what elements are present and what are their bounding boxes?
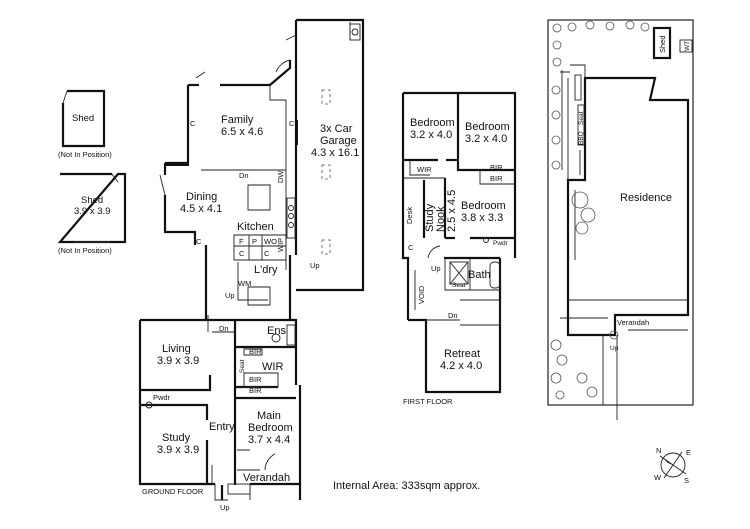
ground-floor: Family 6.5 x 4.6 3x Car Garage 4.3 x 16.… bbox=[138, 18, 365, 512]
study-label: Study bbox=[162, 432, 191, 444]
desk-label: Desk bbox=[405, 207, 414, 224]
garage-label-2: Garage bbox=[320, 135, 357, 147]
retreat-label: Retreat bbox=[444, 348, 480, 360]
dining-label: Dining bbox=[186, 191, 217, 203]
study-nook-label-2: Nook bbox=[435, 206, 447, 232]
internal-area-label: Internal Area: 333sqm approx. bbox=[333, 480, 480, 492]
site-seat-label: Seat bbox=[578, 111, 585, 125]
study-dims: 3.9 x 3.9 bbox=[157, 444, 199, 456]
bbq-label: BBQ bbox=[578, 131, 585, 145]
ff-down-label: Dn bbox=[448, 311, 458, 320]
main-bedroom-label: Main bbox=[257, 410, 281, 422]
bath-label: Bath bbox=[468, 269, 491, 281]
cupboard-label-1: C bbox=[190, 119, 196, 128]
cupboard-label-5: C bbox=[264, 249, 270, 258]
ff-cupboard-label: C bbox=[408, 243, 414, 252]
ff-powder-label: Pwdr bbox=[493, 240, 509, 247]
site-shed-label: Shed bbox=[658, 35, 667, 53]
kitchen-label: Kitchen bbox=[237, 221, 274, 233]
shed-small-note: (Not In Position) bbox=[58, 150, 112, 159]
residence-label: Residence bbox=[620, 192, 672, 204]
bedroom3-label: Bedroom bbox=[461, 200, 506, 212]
cupboard-label-4: C bbox=[239, 249, 245, 258]
ff-bir-label-2: BIR bbox=[490, 174, 503, 183]
ensuite-label: Ens bbox=[267, 325, 286, 337]
compass-n: N bbox=[656, 446, 661, 455]
shed-small: Shed (Not In Position) bbox=[58, 89, 112, 159]
garage-up-label: Up bbox=[310, 261, 320, 270]
living-dims: 3.9 x 3.9 bbox=[157, 355, 199, 367]
bir-label-1: BIR bbox=[249, 347, 262, 356]
entry-label: Entry bbox=[209, 421, 235, 433]
site-trees bbox=[550, 20, 650, 400]
powder-label: Pwdr bbox=[153, 393, 171, 402]
study-nook-dims: 2.5 x 4.5 bbox=[446, 190, 458, 232]
verandah-up-label: Up bbox=[220, 503, 230, 512]
main-bedroom-dims: 3.7 x 4.4 bbox=[248, 434, 290, 446]
study-nook-label: Study bbox=[424, 203, 436, 232]
family-down-label: Dn bbox=[239, 171, 249, 180]
family-dims: 6.5 x 4.6 bbox=[221, 126, 263, 138]
site-verandah-label: Verandah bbox=[617, 318, 649, 327]
cupboard-label-2: C bbox=[289, 119, 295, 128]
dishwasher-label: DW bbox=[276, 170, 285, 183]
verandah-label: Verandah bbox=[243, 472, 290, 484]
laundry-label: L'dry bbox=[254, 264, 278, 276]
bir-label-3: BIR bbox=[249, 386, 262, 395]
ff-seat-label: Seat bbox=[452, 282, 466, 289]
compass-s: S bbox=[684, 476, 689, 485]
dining-dims: 4.5 x 4.1 bbox=[180, 203, 222, 215]
void-label: VOID bbox=[417, 285, 426, 304]
cupboard-label-3: C bbox=[196, 237, 202, 246]
ground-floor-label: GROUND FLOOR bbox=[142, 487, 204, 496]
site-up-label: Up bbox=[610, 345, 619, 352]
seat-label-gf: Seat bbox=[239, 359, 246, 373]
bedroom3-dims: 3.8 x 3.3 bbox=[461, 212, 503, 224]
living-label: Living bbox=[162, 343, 191, 355]
bedroom2-dims: 3.2 x 4.0 bbox=[465, 133, 507, 145]
shed-large-dims: 3.9 x 3.9 bbox=[74, 206, 110, 217]
fridge-label: F bbox=[239, 237, 244, 246]
laundry-up-label: Up bbox=[225, 291, 235, 300]
compass-icon: N E S W bbox=[654, 446, 691, 485]
ff-up-label: Up bbox=[431, 264, 441, 273]
pantry-label: P bbox=[252, 237, 257, 246]
shed-large-label: Shed bbox=[81, 195, 103, 206]
shed-large-note: (Not In Position) bbox=[58, 246, 112, 255]
garage-dims: 4.3 x 16.1 bbox=[311, 147, 359, 159]
first-floor: Bedroom 3.2 x 4.0 Bedroom 3.2 x 4.0 Bedr… bbox=[401, 91, 517, 406]
bedroom1-label: Bedroom bbox=[410, 117, 455, 129]
living-down-label: Dn bbox=[219, 324, 229, 333]
compass-e: E bbox=[686, 448, 691, 457]
retreat-dims: 4.2 x 4.0 bbox=[440, 360, 482, 372]
wall-oven-label: WO bbox=[264, 237, 277, 246]
garage-label: 3x Car bbox=[320, 123, 353, 135]
bir-label-2: BIR bbox=[249, 375, 262, 384]
ff-bir-label-1: BIR bbox=[490, 163, 503, 172]
bedroom2-label: Bedroom bbox=[465, 121, 510, 133]
first-floor-label: FIRST FLOOR bbox=[403, 397, 453, 406]
water-tank-label: WT bbox=[684, 41, 691, 51]
family-label: Family bbox=[221, 114, 254, 126]
ff-wir-label: WIR bbox=[417, 165, 432, 174]
wir-label: WIR bbox=[262, 361, 283, 373]
site-plan: Residence Shed WT Verandah Up Seat BBQ bbox=[547, 19, 694, 420]
washing-machine-label: WM bbox=[238, 279, 251, 288]
shed-small-label: Shed bbox=[72, 113, 94, 124]
wip-label: WIP bbox=[276, 238, 285, 252]
main-bedroom-label-2: Bedroom bbox=[248, 422, 293, 434]
compass-w: W bbox=[654, 473, 662, 482]
shed-large: Shed 3.9 x 3.9 (Not In Position) bbox=[57, 172, 127, 255]
bedroom1-dims: 3.2 x 4.0 bbox=[410, 129, 452, 141]
